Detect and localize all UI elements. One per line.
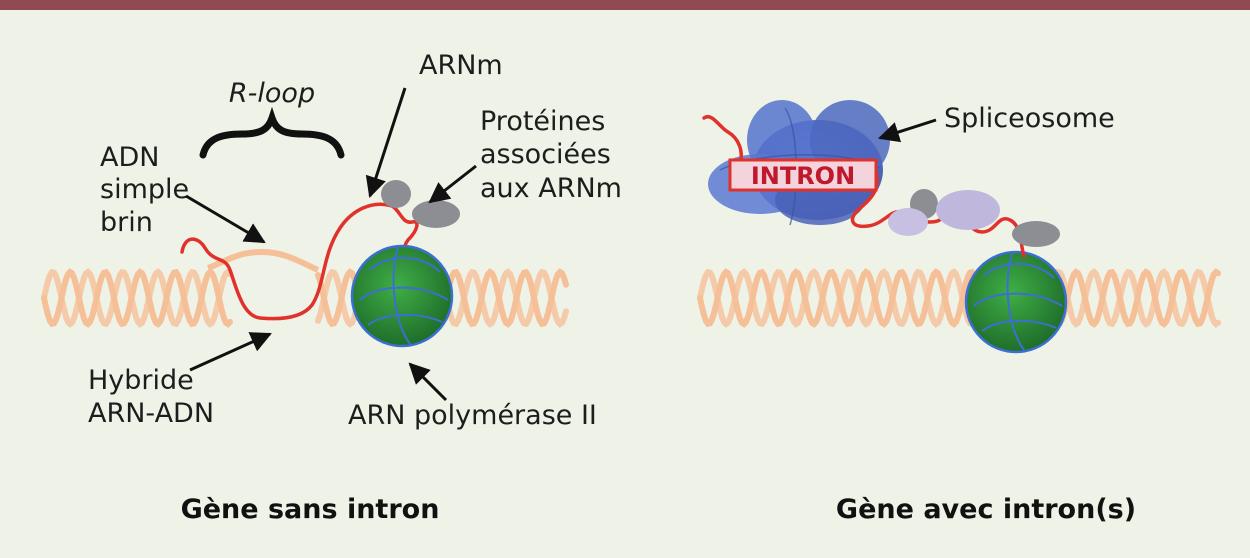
arrow-proteins	[428, 164, 477, 204]
arrow-spliceosome	[878, 118, 937, 143]
header-bar	[0, 0, 1250, 10]
arrow-adn-single-strand	[185, 194, 266, 244]
proteins-label-line1: Protéines	[480, 106, 605, 137]
right-panel: INTRON Spliceosome Gène avec intron(s)	[697, 100, 1221, 525]
arrow-polymerase	[408, 362, 448, 402]
polymerase-label: ARN polymérase II	[348, 400, 597, 431]
intron-box: INTRON	[728, 158, 878, 192]
proteins-label-line3: aux ARNm	[480, 173, 622, 204]
left-panel-title: Gène sans intron	[181, 494, 440, 525]
mrna-strand-right	[702, 114, 1026, 258]
arrow-hybrid	[189, 332, 272, 372]
adn-label-line1: ADN	[100, 142, 159, 173]
lavender-protein-2	[888, 208, 928, 236]
dna-helix-right	[697, 268, 1221, 328]
mrna-protein-1	[381, 180, 411, 208]
right-panel-title: Gène avec intron(s)	[836, 494, 1136, 525]
proteins-label-line2: associées	[480, 139, 611, 170]
adn-label-line2: simple	[100, 174, 189, 205]
mrna-strand-left	[180, 202, 419, 321]
intron-label: INTRON	[751, 162, 855, 190]
spliceosome-label: Spliceosome	[944, 103, 1115, 134]
arnm-label: ARNm	[419, 50, 503, 81]
dna-strand	[697, 268, 1221, 328]
hybrid-label-line1: Hybride	[88, 365, 194, 396]
r-loop-label: R-loop	[229, 78, 315, 109]
left-panel: R-loop ARNm ADN simple brin Protéines as…	[41, 50, 622, 525]
dna-helix-left	[41, 268, 569, 328]
rna-polymerase-ii	[350, 244, 454, 348]
hybrid-label-line2: ARN-ADN	[88, 398, 214, 429]
arrow-arnm	[365, 87, 407, 198]
mrna-protein-2	[412, 200, 460, 228]
rna-polymerase-ii-right	[964, 250, 1068, 354]
mrna-protein-right-2	[1012, 221, 1060, 247]
lavender-protein-1	[936, 190, 1000, 230]
r-loop-brace	[199, 106, 345, 159]
adn-label-line3: brin	[100, 207, 153, 238]
